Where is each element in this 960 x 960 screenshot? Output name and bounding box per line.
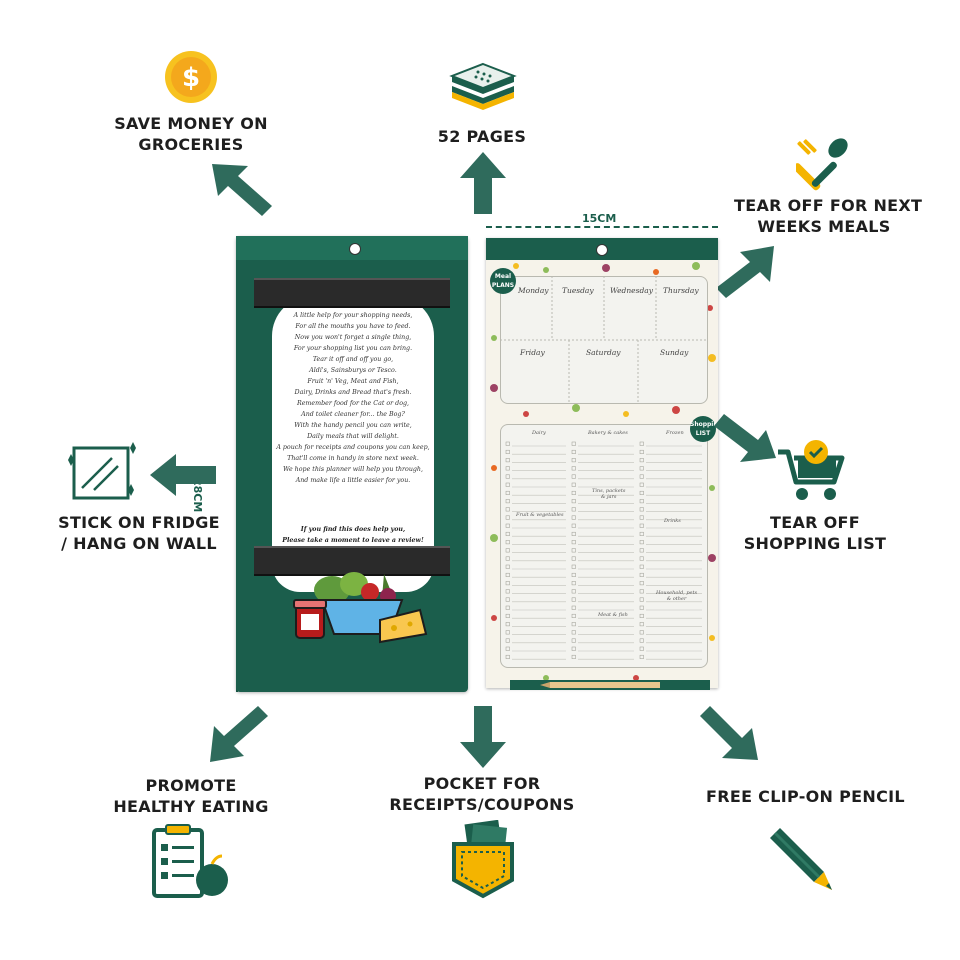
day-sunday: Sunday (660, 348, 689, 357)
poem-line: Tear it off and off you go, (312, 356, 394, 363)
width-dimension: 15CM (582, 212, 617, 225)
hanging-hole-front[interactable] (596, 244, 608, 256)
svg-text:$: $ (182, 63, 200, 93)
arrow-down-left (204, 702, 274, 766)
section-bakery: Bakery & cakes (588, 430, 628, 436)
section-household: Household, pets& other (656, 590, 698, 602)
checklist-apple-icon (148, 824, 232, 900)
poem-line: With the handy pencil you can write, (294, 422, 412, 429)
arrow-up-right (712, 240, 778, 300)
poem-line: And make life a little easier for you. (295, 477, 411, 484)
poem-line: Fruit 'n' Veg, Meat and Fish, (307, 378, 399, 385)
meal-grid-lines (500, 276, 708, 404)
section-dairy: Dairy (532, 430, 546, 436)
section-tins: Tins, packets& jars (592, 488, 626, 500)
arrow-left (148, 452, 218, 498)
poem-line: Remember food for the Cat or dog, (296, 400, 410, 407)
poem-line: And toilet cleaner for... the Bog? (301, 411, 405, 418)
day-friday: Friday (520, 348, 545, 357)
pencil-icon (766, 824, 836, 894)
pencil-label: FREE CLIP-ON PENCIL (706, 787, 905, 806)
poem-line: Aldi's, Sainsburys or Tesco. (309, 367, 397, 374)
width-dimension-line (486, 226, 718, 230)
poem-line: A pouch for receipts and coupons you can… (276, 444, 430, 451)
arrow-down (458, 704, 508, 770)
poem-closing: If you find this does help you, Please t… (282, 526, 424, 544)
poem-line: That'll come in handy in store next week… (287, 455, 419, 462)
poem-line: Dairy, Drinks and Bread that's fresh. (294, 389, 412, 396)
day-monday: Monday (518, 286, 549, 295)
day-saturday: Saturday (586, 348, 621, 357)
poem-line: For your shopping list you can bring. (293, 345, 413, 352)
poem-line: For all the mouths you have to feed. (295, 323, 411, 330)
poem-line: Now you won't forget a single thing, (294, 334, 412, 341)
top-elastic-strap (254, 278, 450, 308)
utensils-icon (796, 136, 852, 192)
stick-fridge-label: STICK ON FRIDGE/ HANG ON WALL (58, 513, 220, 553)
day-thursday: Thursday (663, 286, 699, 295)
stack-pages-icon (448, 58, 518, 116)
pocket-icon (448, 820, 518, 900)
day-tuesday: Tuesday (562, 286, 594, 295)
section-frozen: Frozen (666, 430, 684, 436)
hanging-hole[interactable] (349, 243, 361, 255)
section-fruit: Fruit & vegetables (516, 512, 564, 518)
shopping-cart-icon (776, 436, 848, 508)
vegetable-basket-illustration (292, 566, 432, 648)
sticker-icon (62, 440, 142, 504)
arrow-right-down (712, 410, 780, 466)
shopping-list-lines (500, 424, 708, 668)
poem-line: We hope this planner will help you throu… (283, 466, 423, 473)
arrow-up-left (206, 160, 276, 220)
pages-label: 52 PAGES (437, 127, 527, 146)
arrow-down-right (696, 702, 762, 764)
bottom-elastic-strap (254, 546, 450, 576)
coin-icon: $ (164, 50, 218, 104)
day-wednesday: Wednesday (610, 286, 653, 295)
poem-text: A little help for your shopping needs, Fo… (272, 310, 434, 486)
section-drinks: Drinks (664, 518, 681, 524)
arrow-up (458, 150, 508, 216)
shopping-list[interactable] (500, 424, 708, 668)
section-meat: Meat & fish (598, 612, 628, 618)
poem-card: A little help for your shopping needs, Fo… (272, 296, 434, 592)
clip-on-pencil[interactable] (510, 676, 710, 694)
poem-line: Daily meals that will delight. (307, 433, 399, 440)
poem-line: A little help for your shopping needs, (293, 312, 413, 319)
